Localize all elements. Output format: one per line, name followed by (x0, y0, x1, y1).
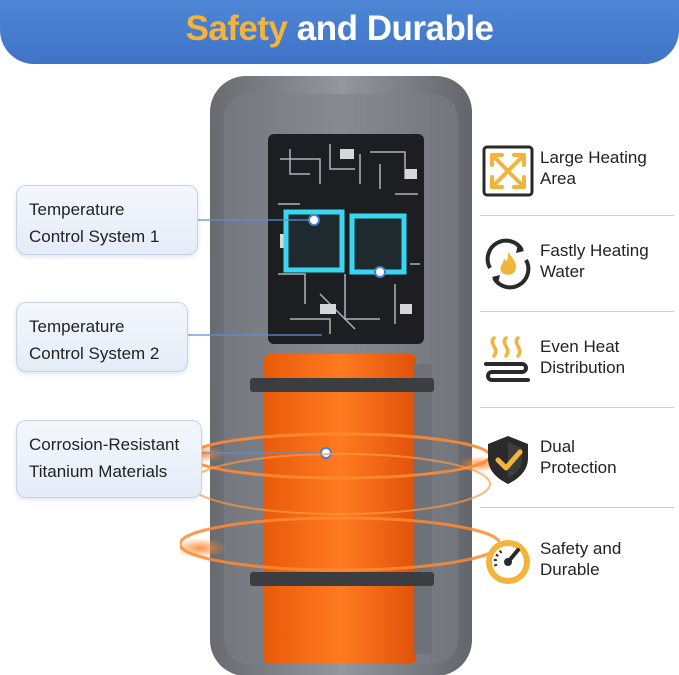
callout-line: Corrosion-Resistant (29, 435, 180, 454)
divider (480, 311, 674, 312)
feature-label: Distribution (540, 358, 626, 377)
fire-cycle-icon (485, 238, 531, 290)
feature-label: Even Heat (540, 337, 620, 356)
callout-line: Temperature (29, 200, 125, 219)
divider (480, 407, 674, 408)
feature-label: Protection (540, 458, 617, 477)
callout-line: Temperature (29, 317, 125, 336)
callout-temp-control-1: Temperature Control System 1 (16, 185, 198, 255)
callout-line: Control System 2 (29, 344, 160, 363)
title-rest: and Durable (296, 9, 494, 48)
divider (480, 507, 674, 508)
feature-label: Water (540, 262, 585, 281)
water-heater-illustration (180, 76, 500, 675)
feature-label: Area (540, 169, 576, 188)
feature-label: Large Heating (540, 148, 647, 167)
feature-label: Fastly Heating (540, 241, 649, 260)
callout-line: Control System 1 (29, 227, 160, 246)
divider (480, 215, 674, 216)
callout-line: Titanium Materials (29, 462, 168, 481)
gauge-icon (486, 540, 530, 584)
feature-label: Dual (540, 437, 575, 456)
callout-temp-control-2: Temperature Control System 2 (16, 302, 188, 372)
expand-arrows-icon (482, 145, 534, 197)
callout-titanium-materials: Corrosion-Resistant Titanium Materials (16, 420, 202, 498)
feature-label: Durable (540, 560, 600, 579)
header-banner (0, 0, 679, 64)
title-highlight: Safety (185, 9, 288, 48)
shield-check-icon (488, 436, 528, 484)
page-title: Safety and Durable (0, 9, 679, 49)
heat-waves-icon (484, 336, 530, 382)
feature-label: Safety and (540, 539, 622, 558)
